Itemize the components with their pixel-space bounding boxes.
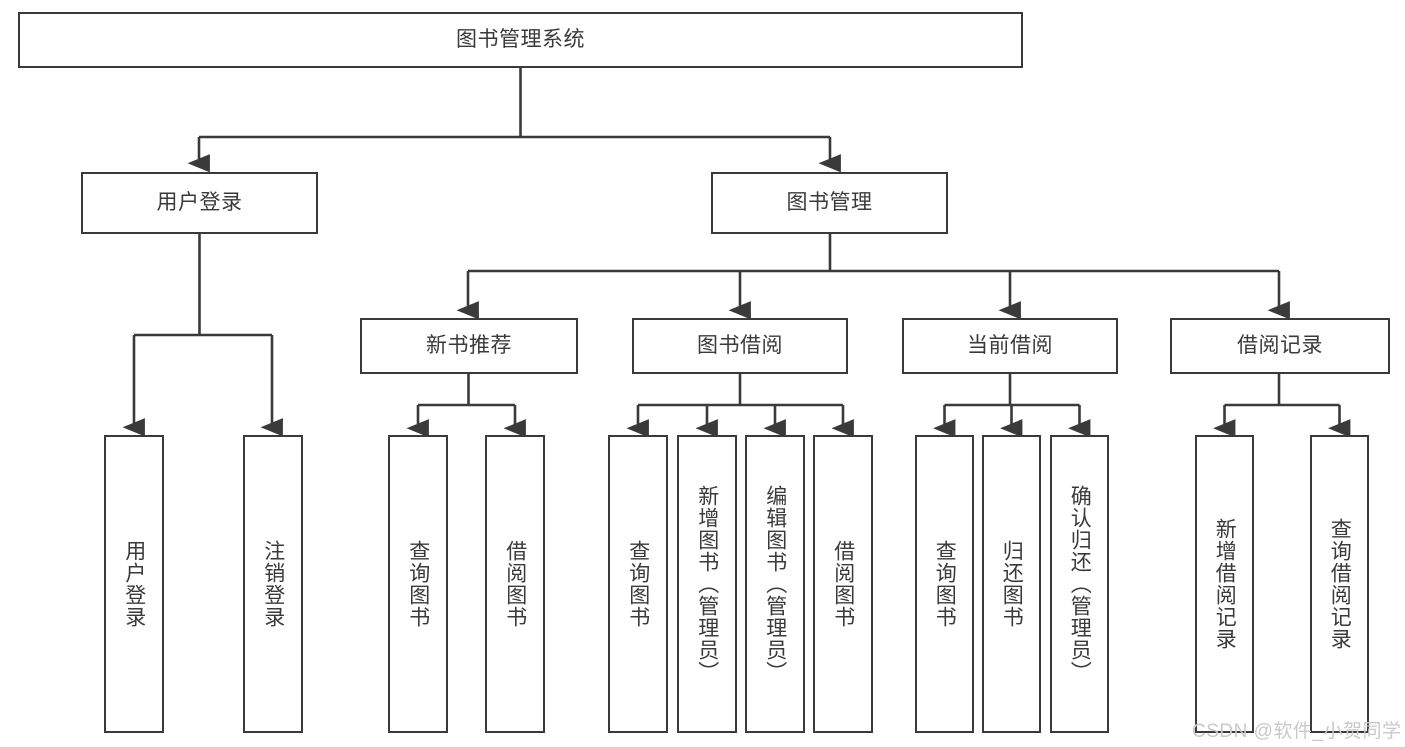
node-user-login[interactable]: 用户登录 — [81, 172, 318, 234]
node-label: 查询图书 — [626, 540, 650, 628]
node-label: 用户登录 — [156, 191, 243, 215]
node-label: 查询借阅记录 — [1328, 518, 1352, 650]
node-label: 新增图书（管理员） — [695, 485, 719, 683]
node-label: 图书管理 — [786, 191, 873, 215]
node-label: 图书管理系统 — [456, 28, 585, 52]
node-label: 归还图书 — [1000, 540, 1024, 628]
node-label: 查询图书 — [933, 540, 957, 628]
node-book-management[interactable]: 图书管理 — [711, 172, 948, 234]
node-leaf-edit-book[interactable]: 编辑图书（管理员） — [745, 435, 805, 733]
node-current-borrow[interactable]: 当前借阅 — [902, 318, 1118, 374]
node-leaf-add-book[interactable]: 新增图书（管理员） — [677, 435, 737, 733]
node-leaf-query-book-2[interactable]: 查询图书 — [608, 435, 668, 733]
node-label: 新增借阅记录 — [1213, 518, 1237, 650]
node-label: 确认归还（管理员） — [1068, 485, 1092, 683]
node-label: 用户登录 — [122, 540, 146, 628]
node-label: 借阅图书 — [831, 540, 855, 628]
node-label: 图书借阅 — [697, 334, 783, 358]
node-leaf-user-logout[interactable]: 注销登录 — [243, 435, 303, 733]
node-book-borrow[interactable]: 图书借阅 — [632, 318, 848, 374]
node-leaf-borrow-book-2[interactable]: 借阅图书 — [813, 435, 873, 733]
node-label: 借阅图书 — [503, 540, 527, 628]
node-new-book-recommend[interactable]: 新书推荐 — [360, 318, 578, 374]
node-leaf-user-login[interactable]: 用户登录 — [104, 435, 164, 733]
node-leaf-query-borrow-record[interactable]: 查询借阅记录 — [1310, 435, 1369, 733]
node-system-title[interactable]: 图书管理系统 — [18, 12, 1023, 68]
node-leaf-add-borrow-record[interactable]: 新增借阅记录 — [1195, 435, 1254, 733]
node-leaf-borrow-book-1[interactable]: 借阅图书 — [485, 435, 545, 733]
node-leaf-return-book[interactable]: 归还图书 — [982, 435, 1041, 733]
node-borrow-record[interactable]: 借阅记录 — [1170, 318, 1390, 374]
node-label: 借阅记录 — [1237, 334, 1323, 358]
node-leaf-query-book-3[interactable]: 查询图书 — [915, 435, 974, 733]
node-label: 当前借阅 — [967, 334, 1053, 358]
node-label: 注销登录 — [261, 540, 285, 628]
node-leaf-confirm-return[interactable]: 确认归还（管理员） — [1050, 435, 1109, 733]
node-leaf-query-book-1[interactable]: 查询图书 — [388, 435, 448, 733]
node-label: 编辑图书（管理员） — [763, 485, 787, 683]
node-label: 查询图书 — [406, 540, 430, 628]
node-label: 新书推荐 — [426, 334, 512, 358]
